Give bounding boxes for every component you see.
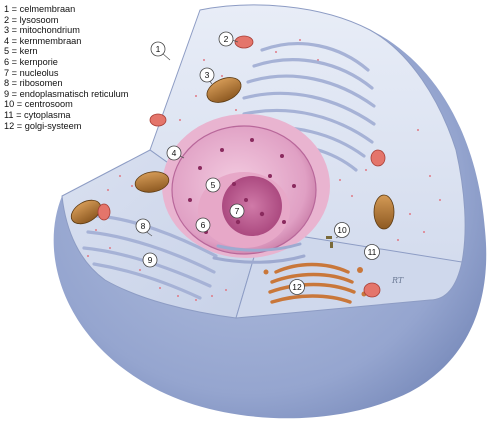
legend-item: 6 = kernporie bbox=[4, 56, 58, 67]
legend-item: 11 = cytoplasma bbox=[4, 109, 71, 120]
artist-signature: RT bbox=[391, 276, 404, 285]
legend-list: 1 = celmembraan 2 = lysosoom 3 = mitocho… bbox=[4, 4, 128, 131]
callout-7: 7 bbox=[229, 203, 245, 219]
callout-12: 12 bbox=[289, 279, 305, 295]
svg-text:6: 6 bbox=[201, 220, 206, 230]
svg-text:2: 2 bbox=[224, 34, 229, 44]
er-near-nucleus bbox=[212, 242, 306, 264]
legend-item: 10 = centrosoom bbox=[4, 99, 73, 110]
legend-item: 7 = nucleolus bbox=[4, 67, 59, 78]
callout-3: 3 bbox=[199, 67, 215, 83]
callout-4: 4 bbox=[166, 145, 182, 161]
nucleus bbox=[162, 114, 330, 258]
legend-item: 1 = celmembraan bbox=[4, 4, 76, 14]
callout-10: 10 bbox=[334, 222, 350, 238]
svg-text:4: 4 bbox=[172, 148, 177, 158]
callout-8: 8 bbox=[135, 218, 151, 234]
svg-text:9: 9 bbox=[148, 255, 153, 265]
nucleolus bbox=[222, 176, 282, 236]
svg-text:10: 10 bbox=[337, 225, 347, 235]
centrosome bbox=[326, 236, 333, 248]
legend-item: 9 = endoplasmatisch reticulum bbox=[4, 88, 129, 99]
callout-5: 5 bbox=[205, 177, 221, 193]
lysosomes bbox=[97, 35, 386, 298]
legend-item: 8 = ribosomen bbox=[4, 78, 63, 89]
callout-1: 1 bbox=[150, 41, 166, 57]
legend-item: 2 = lysosoom bbox=[4, 14, 59, 25]
mitochondria bbox=[70, 77, 395, 230]
callout-9: 9 bbox=[142, 252, 158, 268]
legend-item: 4 = kernmembraan bbox=[4, 35, 82, 46]
svg-text:12: 12 bbox=[292, 282, 302, 292]
callout-2: 2 bbox=[218, 31, 234, 47]
svg-text:8: 8 bbox=[141, 221, 146, 231]
legend-item: 12 = golgi-systeem bbox=[4, 120, 82, 131]
svg-text:11: 11 bbox=[368, 247, 377, 257]
cytoplasm-cut-left bbox=[61, 149, 263, 319]
svg-text:1: 1 bbox=[156, 44, 161, 54]
callout-11: 11 bbox=[364, 244, 380, 260]
callout-6: 6 bbox=[195, 217, 211, 233]
svg-text:7: 7 bbox=[235, 206, 240, 216]
golgi-apparatus bbox=[263, 262, 367, 304]
legend-item: 3 = mitochondrium bbox=[4, 25, 80, 36]
svg-text:3: 3 bbox=[205, 70, 210, 80]
svg-text:5: 5 bbox=[211, 180, 216, 190]
nuclear-pores bbox=[188, 138, 296, 234]
legend-item: 5 = kern bbox=[4, 46, 38, 57]
